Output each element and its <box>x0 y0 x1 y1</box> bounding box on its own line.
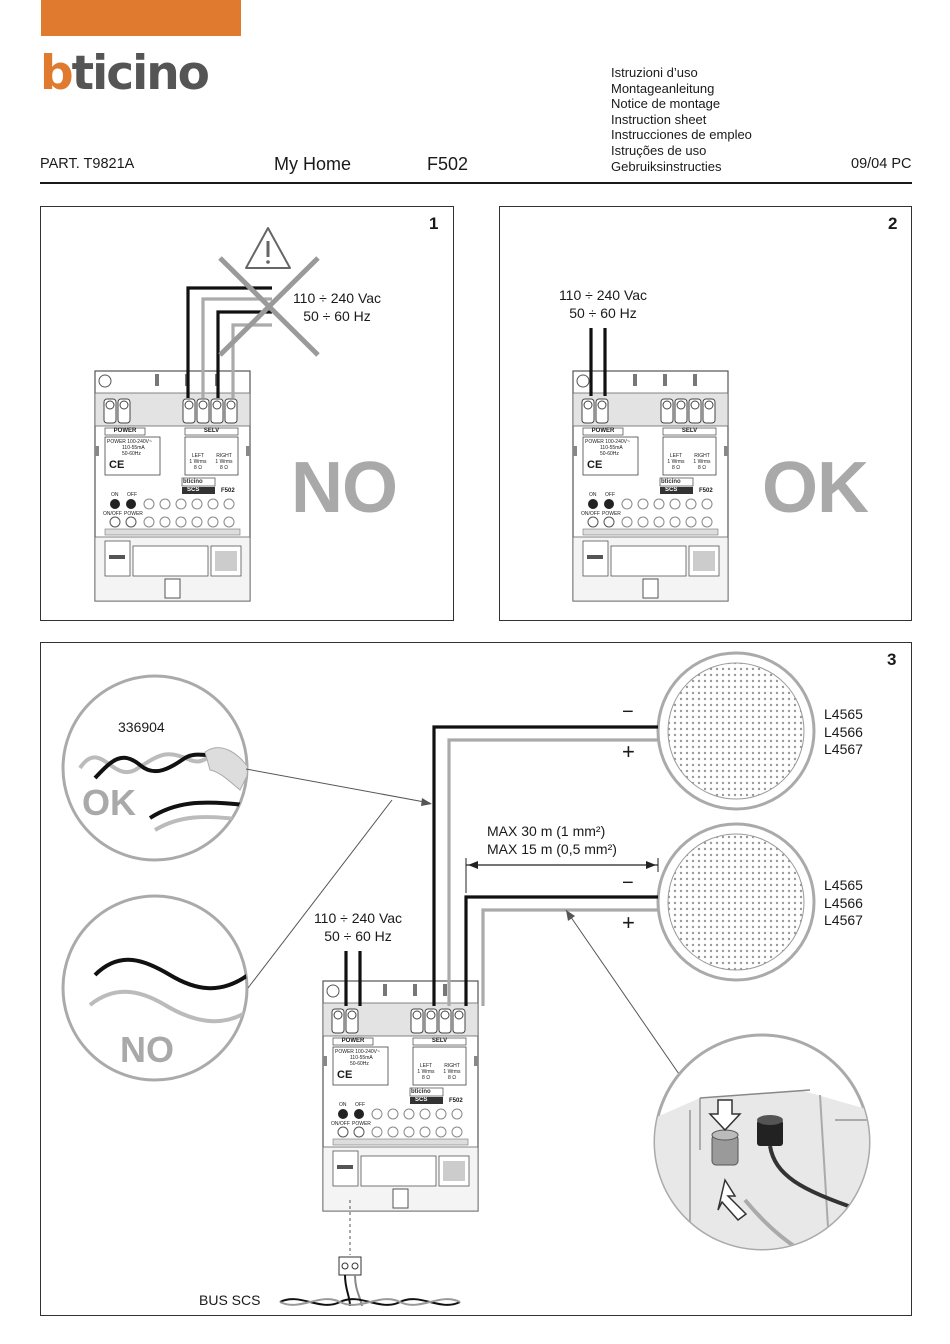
language-item: Instrucciones de empleo <box>611 127 752 143</box>
wire-dark <box>432 725 658 1006</box>
cross-mark <box>218 256 320 357</box>
callout-ok <box>61 674 249 862</box>
minus-sign: − <box>622 872 634 894</box>
model-number: F502 <box>427 154 469 174</box>
language-list: Istruzioni d’uso Montageanleitung Notice… <box>611 65 752 174</box>
panel-1 <box>40 206 454 621</box>
issue-date: 09/04 PC <box>851 156 912 172</box>
callout-no <box>61 894 249 1082</box>
verdict-no: NO <box>291 448 398 528</box>
wire-grey <box>231 323 272 398</box>
panel-2-number: 2 <box>888 214 898 233</box>
wire-grey <box>481 908 658 1006</box>
panel-3 <box>40 642 912 1316</box>
speaker-lower <box>656 822 816 982</box>
panel-3-diagram <box>61 651 871 1307</box>
language-item: Gebruiksinstructies <box>611 158 722 174</box>
pointer-line <box>565 909 691 1091</box>
speaker-upper <box>656 651 816 811</box>
bus-scs-label: BUS SCS <box>199 1292 261 1308</box>
panel-1-diagram <box>94 227 320 602</box>
wire-dark <box>216 310 272 398</box>
verdict-ok: OK <box>762 448 869 528</box>
pointer-line <box>245 768 431 804</box>
max-length-label: MAX 30 m (1 mm²)MAX 15 m (0,5 mm²) <box>487 823 617 857</box>
callout-ok-label: OK <box>82 782 136 823</box>
wire-dark <box>186 286 272 398</box>
language-item: Notice de montage <box>611 96 721 112</box>
callout-connector-detail <box>653 1033 871 1251</box>
brand-color-bar <box>41 0 241 36</box>
plus-sign: + <box>622 910 635 935</box>
panel-3-number: 3 <box>887 650 897 669</box>
wire-dark <box>464 895 658 1006</box>
bticino-logo: bticino <box>40 46 210 101</box>
minus-sign: − <box>622 701 634 723</box>
product-line: My Home <box>274 154 352 174</box>
warning-icon <box>245 227 291 269</box>
bus-terminal <box>338 1256 362 1276</box>
wire-grey <box>201 297 272 398</box>
part-number: PART. T9821A <box>40 156 135 172</box>
cable-code: 336904 <box>118 719 165 735</box>
language-item: Montageanleitung <box>611 80 715 96</box>
panel-1-number: 1 <box>429 214 439 233</box>
header-rule <box>40 182 912 184</box>
panel-2 <box>499 206 912 621</box>
plus-sign: + <box>622 739 635 764</box>
panel-2-diagram <box>572 328 729 602</box>
pointer-line <box>247 799 393 989</box>
language-item: Instruction sheet <box>611 111 707 127</box>
language-item: Istruções de uso <box>611 142 707 158</box>
wire-grey <box>447 738 658 1006</box>
callout-no-label: NO <box>120 1029 174 1070</box>
language-item: Istruzioni d’uso <box>611 65 698 80</box>
